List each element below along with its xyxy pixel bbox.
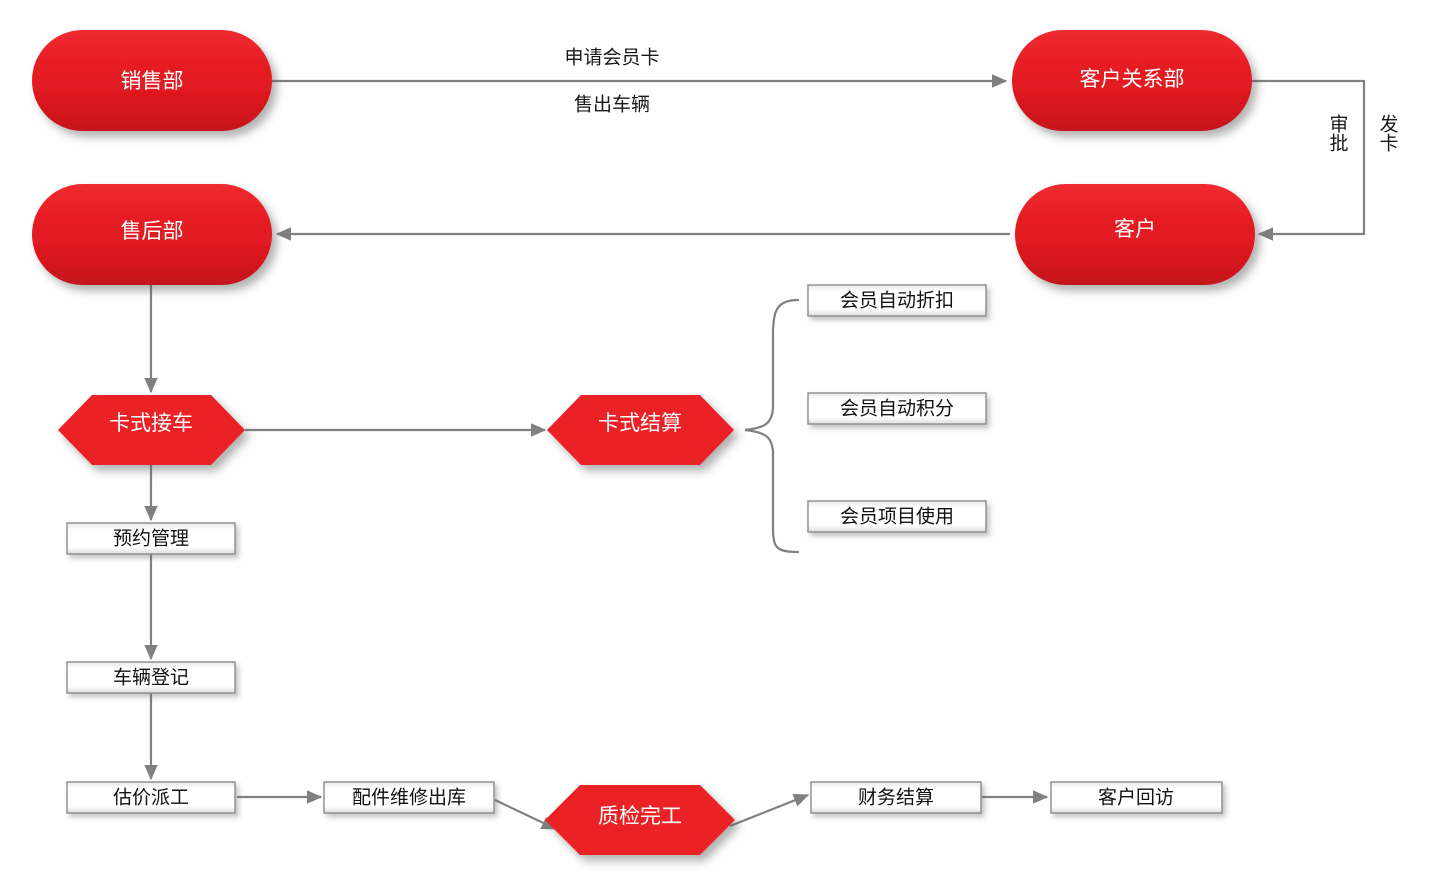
connector-layer xyxy=(144,74,1366,830)
node-card-settlement[interactable]: 卡式结算 xyxy=(547,395,734,465)
card-settlement-shape xyxy=(547,395,734,465)
sales-dept-shape xyxy=(32,30,272,131)
appointment-mgmt-label: 预约管理 xyxy=(113,528,189,550)
vehicle-registration-shape xyxy=(66,661,236,694)
appointment-mgmt-shape xyxy=(66,522,236,555)
quality-check-done-label: 质检完工 xyxy=(598,804,682,828)
member-project-use-label: 会员项目使用 xyxy=(840,506,954,528)
edge-label-issue-card: 发卡 xyxy=(1377,114,1399,152)
edge-quality-check-to-finance xyxy=(729,793,810,828)
estimate-dispatch-label: 估价派工 xyxy=(113,787,189,809)
finance-settlement-label: 财务结算 xyxy=(858,787,934,809)
member-auto-discount-shape xyxy=(807,284,987,317)
node-appointment-mgmt[interactable]: 预约管理 xyxy=(66,522,236,555)
edge-label-sell-vehicle: 售出车辆 xyxy=(574,94,650,116)
after-sales-dept-shape xyxy=(32,184,272,285)
member-auto-points-label: 会员自动积分 xyxy=(840,398,954,420)
node-parts-repair-outbound[interactable]: 配件维修出库 xyxy=(323,781,495,814)
customer-followup-label: 客户回访 xyxy=(1098,787,1174,809)
parts-repair-outbound-label: 配件维修出库 xyxy=(352,787,466,809)
customer-relations-dept-label: 客户关系部 xyxy=(1080,67,1185,91)
node-quality-check-done[interactable]: 质检完工 xyxy=(545,785,735,855)
member-auto-discount-label: 会员自动折扣 xyxy=(840,290,954,312)
edge-parts-to-quality-check xyxy=(494,799,558,830)
node-customer[interactable]: 客户 xyxy=(1015,184,1255,285)
finance-settlement-shape xyxy=(810,781,982,814)
node-member-auto-points[interactable]: 会员自动积分 xyxy=(807,392,987,425)
edge-brace-member-features xyxy=(744,298,800,554)
node-estimate-dispatch[interactable]: 估价派工 xyxy=(66,781,236,814)
customer-relations-dept-shape xyxy=(1012,30,1252,131)
node-after-sales-dept[interactable]: 售后部 xyxy=(32,184,272,285)
node-member-project-use[interactable]: 会员项目使用 xyxy=(807,500,987,533)
edge-crm-to-customer xyxy=(1252,79,1366,241)
card-reception-label: 卡式接车 xyxy=(109,411,193,435)
sales-dept-label: 销售部 xyxy=(121,69,184,93)
after-sales-dept-label: 售后部 xyxy=(121,219,184,243)
parts-repair-outbound-shape xyxy=(323,781,495,814)
node-vehicle-registration[interactable]: 车辆登记 xyxy=(66,661,236,694)
vehicle-registration-label: 车辆登记 xyxy=(113,667,189,689)
customer-label: 客户 xyxy=(1114,217,1156,241)
member-auto-points-shape xyxy=(807,392,987,425)
card-settlement-label: 卡式结算 xyxy=(598,411,682,435)
edge-label-apply-member-card: 申请会员卡 xyxy=(564,47,659,69)
node-sales-dept[interactable]: 销售部 xyxy=(32,30,272,131)
node-finance-settlement[interactable]: 财务结算 xyxy=(810,781,982,814)
card-reception-shape xyxy=(58,395,245,465)
edge-label-approval: 审批 xyxy=(1327,114,1349,152)
estimate-dispatch-shape xyxy=(66,781,236,814)
node-member-auto-discount[interactable]: 会员自动折扣 xyxy=(807,284,987,317)
node-card-reception[interactable]: 卡式接车 xyxy=(58,395,245,465)
node-customer-relations-dept[interactable]: 客户关系部 xyxy=(1012,30,1252,131)
node-customer-followup[interactable]: 客户回访 xyxy=(1050,781,1223,814)
member-project-use-shape xyxy=(807,500,987,533)
customer-followup-shape xyxy=(1050,781,1223,814)
customer-shape xyxy=(1015,184,1255,285)
quality-check-done-shape xyxy=(545,785,735,855)
